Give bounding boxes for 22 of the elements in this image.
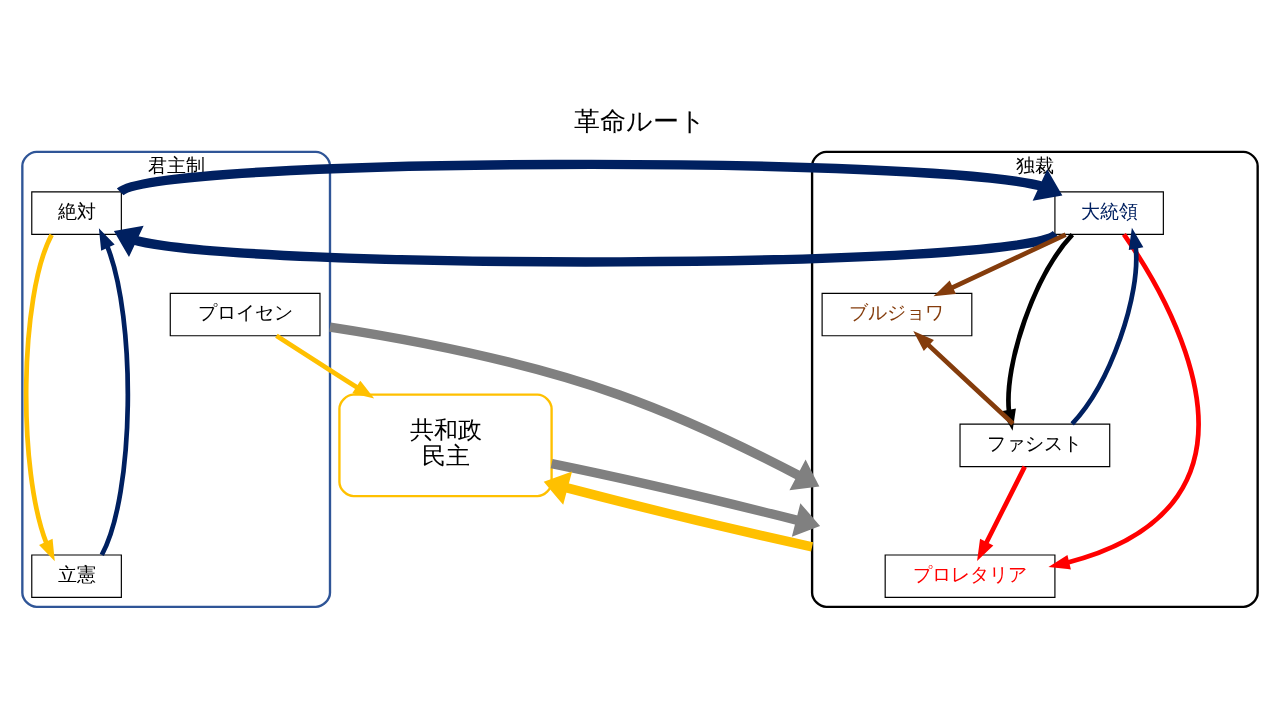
arrow: [913, 330, 1015, 426]
arrow: [98, 227, 131, 556]
arrow: [933, 231, 1067, 296]
node-box: ファシスト: [959, 423, 1111, 467]
arrow: [113, 225, 1058, 267]
arrow: [118, 159, 1063, 201]
node-box: プロイセン: [169, 292, 321, 336]
node-box: 立憲: [31, 553, 122, 598]
node-box: 絶対: [31, 190, 122, 235]
arrow: [1048, 232, 1201, 569]
arrow: [275, 333, 375, 398]
arrow: [543, 470, 814, 551]
arrow: [329, 321, 820, 490]
node-box: プロレタリア: [884, 553, 1056, 598]
node-box: 共和政 民主: [338, 393, 553, 497]
arrow: [977, 465, 1027, 561]
node-box: 大統領: [1054, 190, 1164, 235]
arrow: [1070, 227, 1144, 425]
diagram-title: 革命ルート: [574, 105, 706, 136]
node-box: ブルジョワ: [821, 292, 973, 336]
arrow: [23, 233, 55, 561]
arrow: [550, 458, 821, 537]
